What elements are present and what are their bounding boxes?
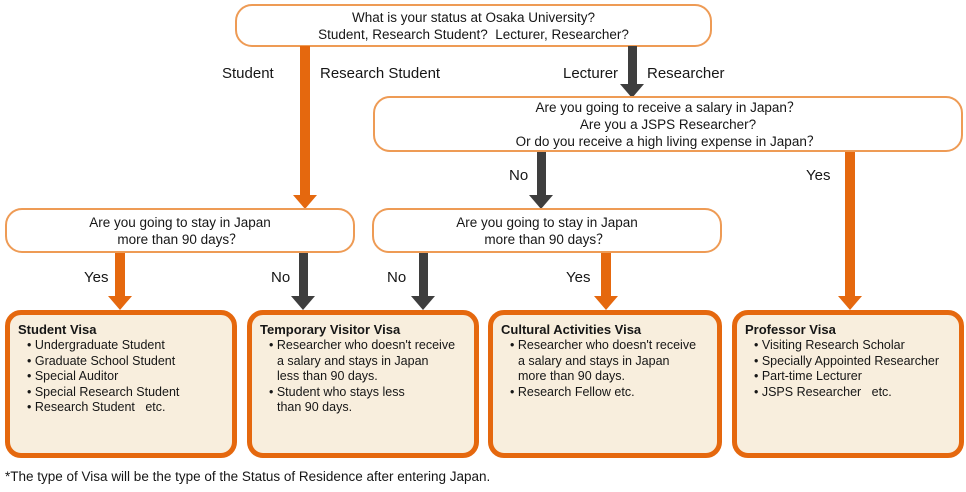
student-branch-line — [300, 46, 310, 198]
list-item: • Visiting Research Scholar — [754, 338, 905, 352]
list-item: • Special Research Student — [27, 384, 180, 399]
branch-label-lecturer: Lecturer — [563, 65, 619, 82]
salary-question-line3: Or do you receive a high living expense … — [515, 133, 821, 149]
lecturer-branch-arrow-head-icon — [620, 84, 644, 98]
salary-no-label: No — [509, 167, 529, 184]
temporary-visitor-visa-title: Temporary Visitor Visa — [260, 322, 401, 337]
stay-right-yes-label: Yes — [566, 269, 591, 286]
branch-label-student: Student — [222, 65, 274, 82]
list-item: • Specially Appointed Researcher — [754, 353, 940, 368]
list-item: a salary and stays in Japan — [277, 353, 429, 368]
status-question-line2: Student, Research Student? Lecturer, Res… — [318, 26, 629, 42]
stay-left-line1: Are you going to stay in Japan — [89, 214, 271, 230]
salary-yes-line — [845, 152, 855, 298]
stay-right-yes-line — [601, 253, 611, 298]
salary-yes-label: Yes — [806, 167, 831, 184]
list-item: • Research Student etc. — [27, 400, 166, 414]
list-item: a salary and stays in Japan — [518, 353, 670, 368]
list-item: • Researcher who doesn't receive — [510, 338, 697, 352]
stay-right-line1: Are you going to stay in Japan — [456, 214, 638, 230]
list-item: • Part-time Lecturer — [754, 369, 862, 383]
list-item: • Undergraduate Student — [27, 338, 165, 352]
cultural-activities-visa-title: Cultural Activities Visa — [501, 322, 642, 337]
stay-right-no-line — [419, 253, 428, 298]
stay-left-yes-line — [115, 253, 125, 298]
stay-left-no-arrow-head-icon — [291, 296, 315, 310]
stay-left-no-line — [299, 253, 308, 298]
list-item: • Special Auditor — [27, 369, 119, 383]
branch-label-research-student: Research Student — [320, 65, 441, 82]
status-question-line1: What is your status at Osaka University? — [351, 9, 596, 25]
list-item: less than 90 days. — [277, 369, 378, 383]
salary-question-box: Are you going to receive a salary in Jap… — [373, 96, 963, 152]
list-item: • Research Fellow etc. — [510, 384, 635, 399]
list-item: • Graduate School Student — [27, 353, 176, 368]
list-item: • JSPS Researcher etc. — [754, 384, 892, 399]
lecturer-branch-line — [628, 46, 637, 87]
student-branch-arrow-head-icon — [293, 195, 317, 209]
footnote: *The type of Visa will be the type of th… — [5, 469, 491, 484]
stay-left-line2: more than 90 days？ — [117, 231, 243, 247]
stay-right-no-label: No — [387, 269, 407, 286]
student-visa-title: Student Visa — [18, 322, 97, 337]
stay-right-yes-arrow-head-icon — [594, 296, 618, 310]
salary-yes-arrow-head-icon — [838, 296, 862, 310]
stay-right-no-arrow-head-icon — [411, 296, 435, 310]
stay-left-yes-arrow-head-icon — [108, 296, 132, 310]
stay-right-line2: more than 90 days？ — [484, 231, 610, 247]
list-item: • Researcher who doesn't receive — [269, 338, 456, 352]
stay-question-right-box: Are you going to stay in Japan more than… — [372, 208, 722, 253]
list-item: than 90 days. — [277, 400, 353, 414]
professor-visa-box: Professor Visa • Visiting Research Schol… — [732, 310, 964, 458]
list-item: more than 90 days. — [518, 369, 626, 383]
salary-question-line2: Are you a JSPS Researcher? — [579, 116, 757, 132]
list-item: • Student who stays less — [269, 384, 405, 399]
cultural-activities-visa-box: Cultural Activities Visa • Researcher wh… — [488, 310, 722, 458]
temporary-visitor-visa-box: Temporary Visitor Visa • Researcher who … — [247, 310, 479, 458]
branch-label-researcher: Researcher — [647, 65, 725, 82]
salary-no-line — [537, 152, 546, 197]
professor-visa-title: Professor Visa — [745, 322, 836, 337]
status-question-box: What is your status at Osaka University?… — [235, 4, 712, 47]
stay-left-no-label: No — [271, 269, 291, 286]
stay-left-yes-label: Yes — [84, 269, 109, 286]
salary-question-line1: Are you going to receive a salary in Jap… — [535, 99, 801, 115]
stay-question-left-box: Are you going to stay in Japan more than… — [5, 208, 355, 253]
student-visa-box: Student Visa • Undergraduate Student • G… — [5, 310, 237, 458]
salary-no-arrow-head-icon — [529, 195, 553, 209]
